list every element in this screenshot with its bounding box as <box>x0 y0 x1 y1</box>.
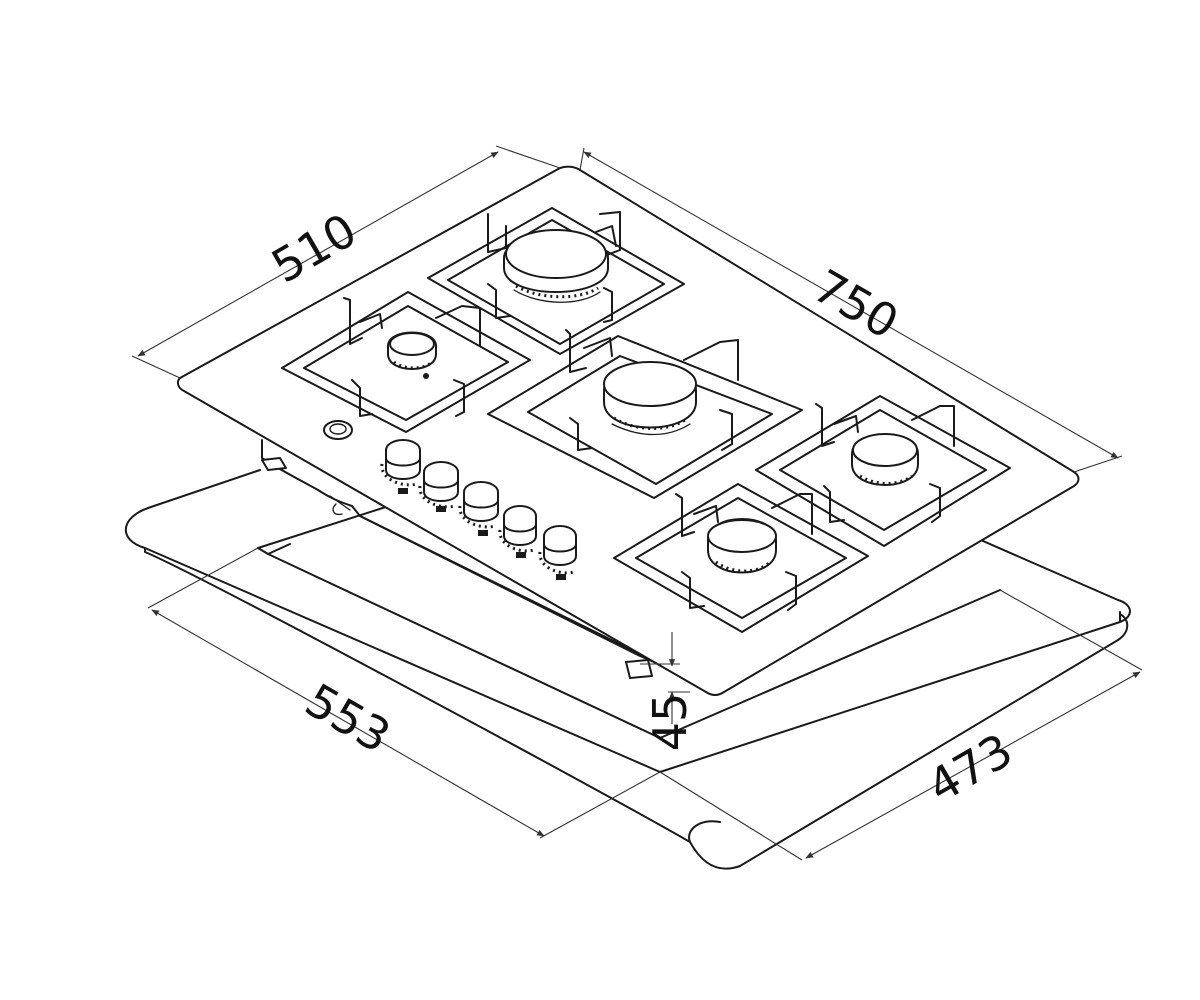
burner-large-back <box>503 229 609 303</box>
label-cutout-depth: 473 <box>918 723 1021 814</box>
ignition-button[interactable] <box>323 420 353 440</box>
dimension-width-top <box>579 147 1123 473</box>
control-symbols <box>398 488 566 580</box>
control-knob-3[interactable] <box>458 481 499 529</box>
label-cutout-width: 553 <box>296 673 399 764</box>
label-depth-top: 510 <box>262 203 365 294</box>
dimension-depth-top <box>131 145 561 379</box>
label-height: 45 <box>643 693 697 752</box>
burner-medium-right <box>851 433 919 486</box>
grate-front-right <box>613 483 869 633</box>
dimension-height <box>640 632 690 724</box>
burner-medium-front <box>707 518 777 574</box>
control-knob-2[interactable] <box>418 461 459 509</box>
control-knob-1[interactable] <box>380 439 421 487</box>
control-knob-5[interactable] <box>538 525 577 575</box>
dimension-cutout-width <box>147 547 661 839</box>
control-knob-4[interactable] <box>498 505 537 553</box>
dimension-cutout-depth <box>659 589 1143 861</box>
